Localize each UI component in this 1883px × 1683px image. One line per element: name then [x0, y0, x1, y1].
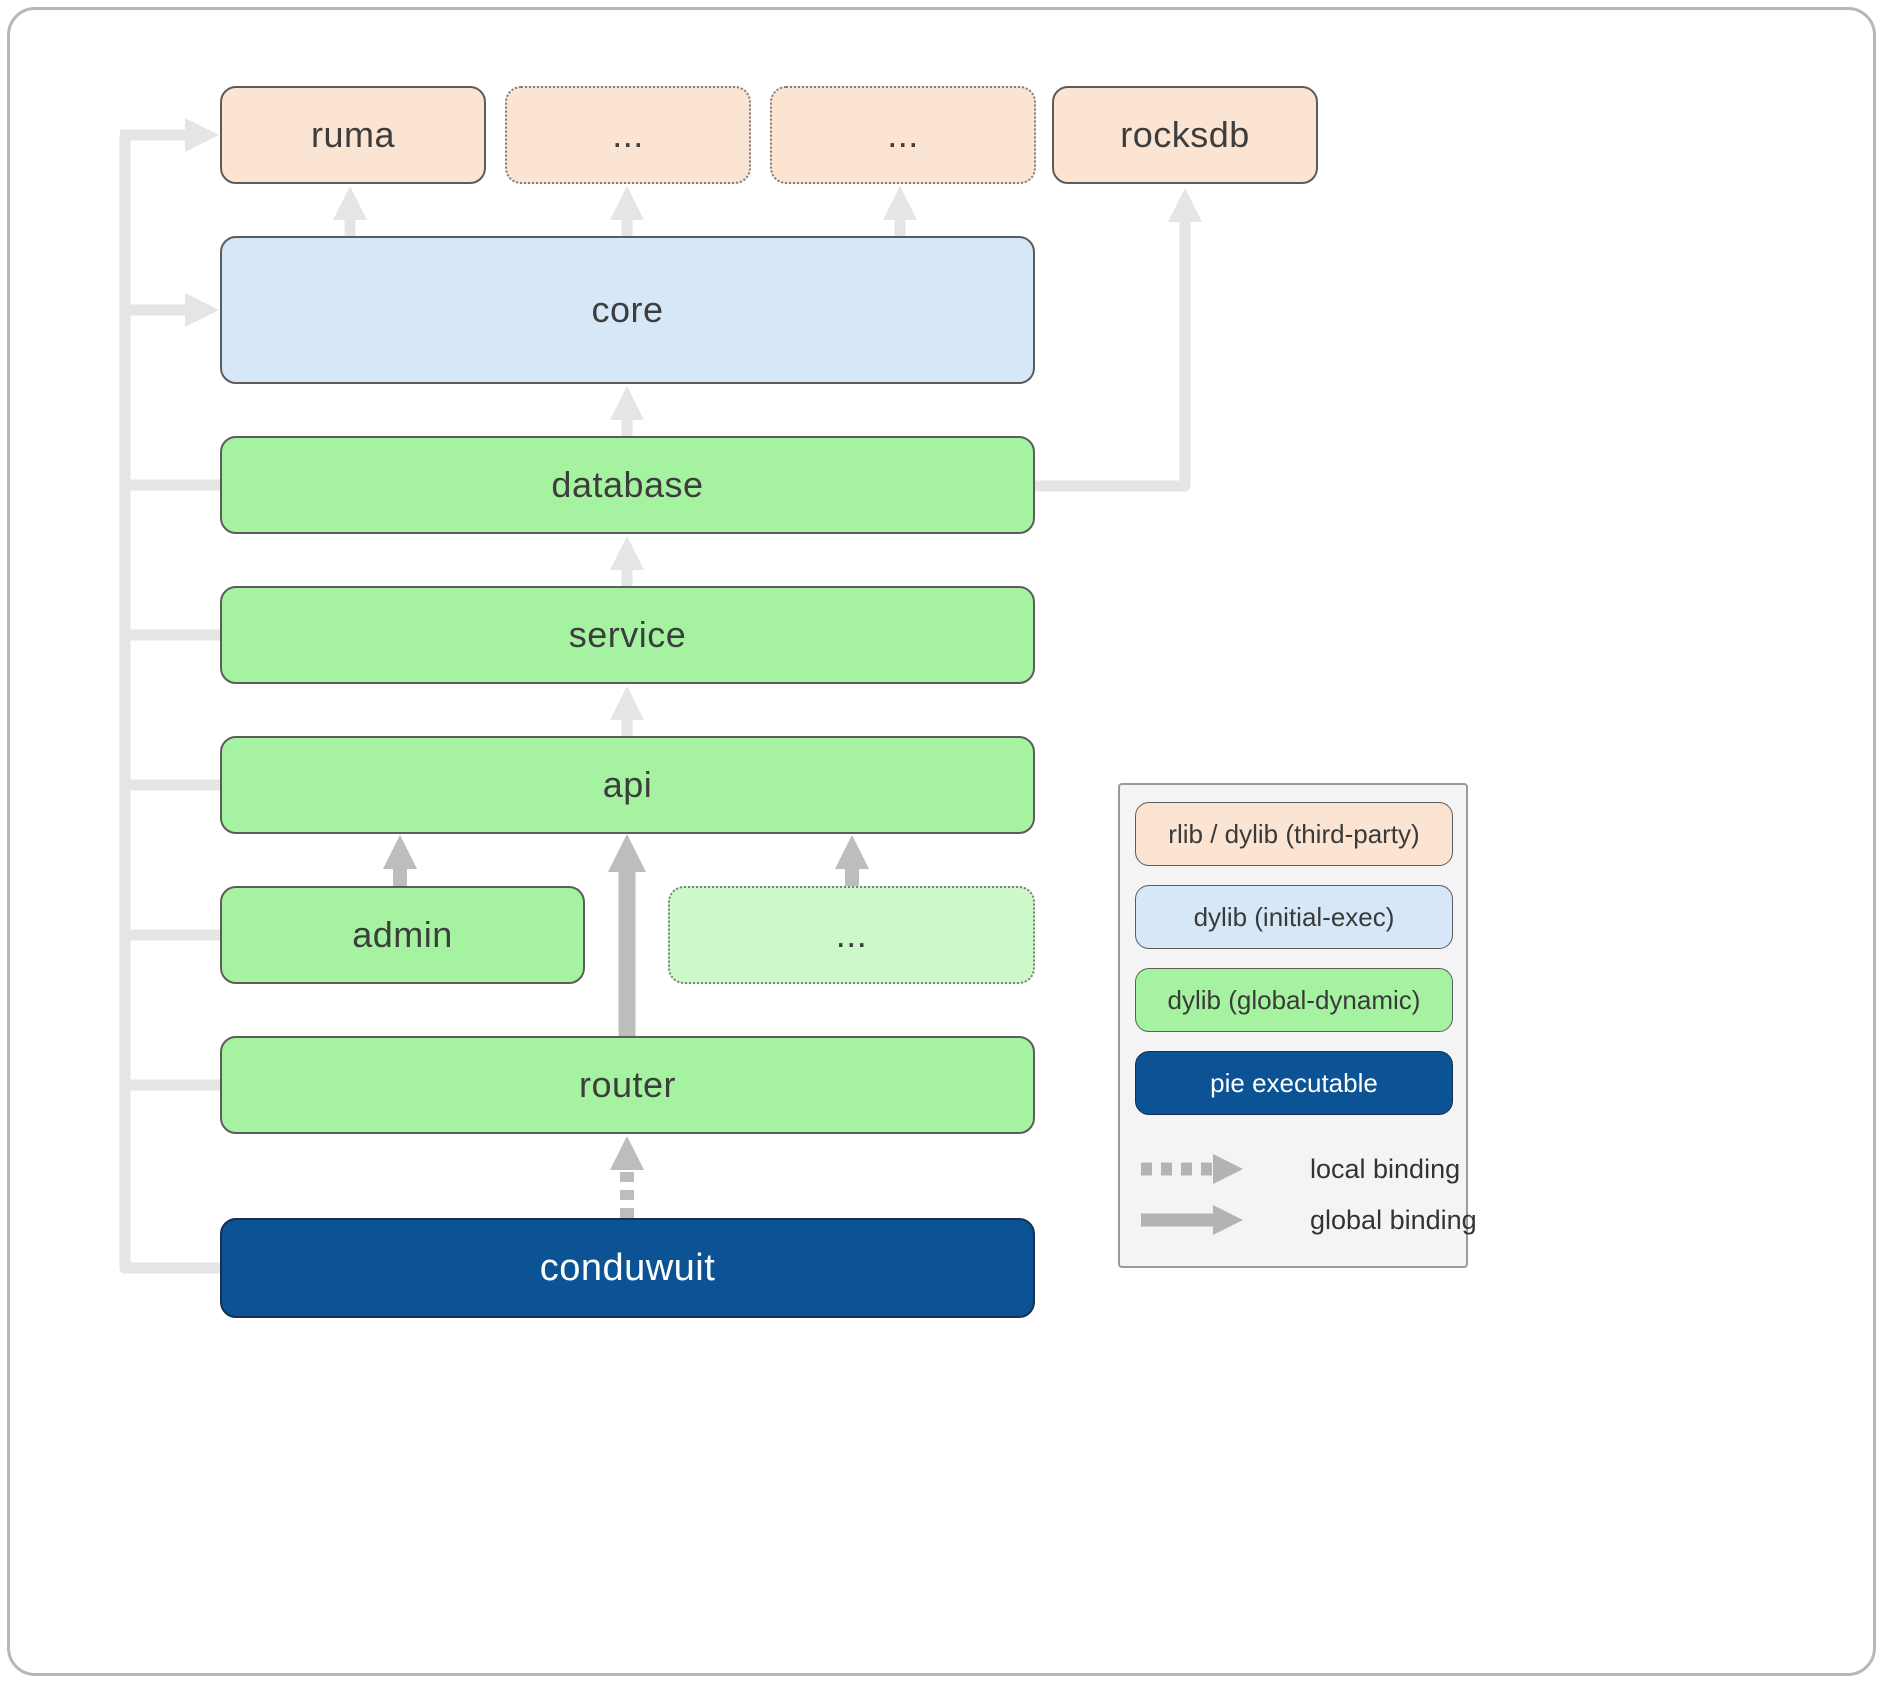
box-rocksdb: rocksdb: [1052, 86, 1318, 184]
box-rocksdb-label: rocksdb: [1120, 114, 1250, 155]
legend-item-initial-exec-label: dylib (initial-exec): [1193, 901, 1395, 932]
legend-item-global-dynamic-label: dylib (global-dynamic): [1167, 984, 1421, 1015]
box-conduwuit-label: conduwuit: [539, 1246, 716, 1289]
legend-global-binding-label: global binding: [1310, 1204, 1477, 1235]
box-api: api: [220, 736, 1035, 834]
legend-global-binding: global binding: [1135, 1200, 1477, 1240]
box-admin: admin: [220, 886, 585, 984]
wire-conduwuit-left-backbone: [119, 135, 220, 1274]
box-third-party-dots-1: ...: [505, 86, 751, 184]
local-binding-arrow-icon: [1141, 1154, 1243, 1184]
box-ruma: ruma: [220, 86, 486, 184]
box-service: service: [220, 586, 1035, 684]
legend-item-third-party-label: rlib / dylib (third-party): [1168, 818, 1420, 849]
box-router-label: router: [578, 1064, 677, 1105]
box-api-label: api: [602, 764, 653, 805]
box-database-label: database: [551, 464, 704, 505]
legend-panel: rlib / dylib (third-party) dylib (initia…: [1118, 783, 1477, 1268]
box-database: database: [220, 436, 1035, 534]
box-third-party-dots-2-label: ...: [887, 114, 919, 155]
legend-local-binding: local binding: [1135, 1149, 1460, 1189]
box-third-party-dots-2: ...: [770, 86, 1036, 184]
legend-item-global-dynamic: dylib (global-dynamic): [1135, 968, 1453, 1032]
box-core: core: [220, 236, 1035, 384]
box-router: router: [220, 1036, 1035, 1134]
box-service-label: service: [568, 614, 687, 655]
box-conduwuit: conduwuit: [220, 1218, 1035, 1318]
legend-item-initial-exec: dylib (initial-exec): [1135, 885, 1453, 949]
arrow-database-to-rocksdb: [1035, 188, 1202, 492]
legend-local-binding-label: local binding: [1310, 1153, 1461, 1184]
legend-item-pie-executable-label: pie executable: [1210, 1067, 1378, 1098]
box-dylib-dots: ...: [668, 886, 1035, 984]
box-core-label: core: [591, 289, 664, 330]
legend-item-third-party: rlib / dylib (third-party): [1135, 802, 1453, 866]
global-binding-arrow-icon: [1141, 1205, 1243, 1235]
legend-item-pie-executable: pie executable: [1135, 1051, 1453, 1115]
box-ruma-label: ruma: [310, 114, 396, 155]
box-third-party-dots-1-label: ...: [612, 114, 644, 155]
box-dylib-dots-label: ...: [835, 914, 868, 955]
box-admin-label: admin: [352, 914, 453, 955]
